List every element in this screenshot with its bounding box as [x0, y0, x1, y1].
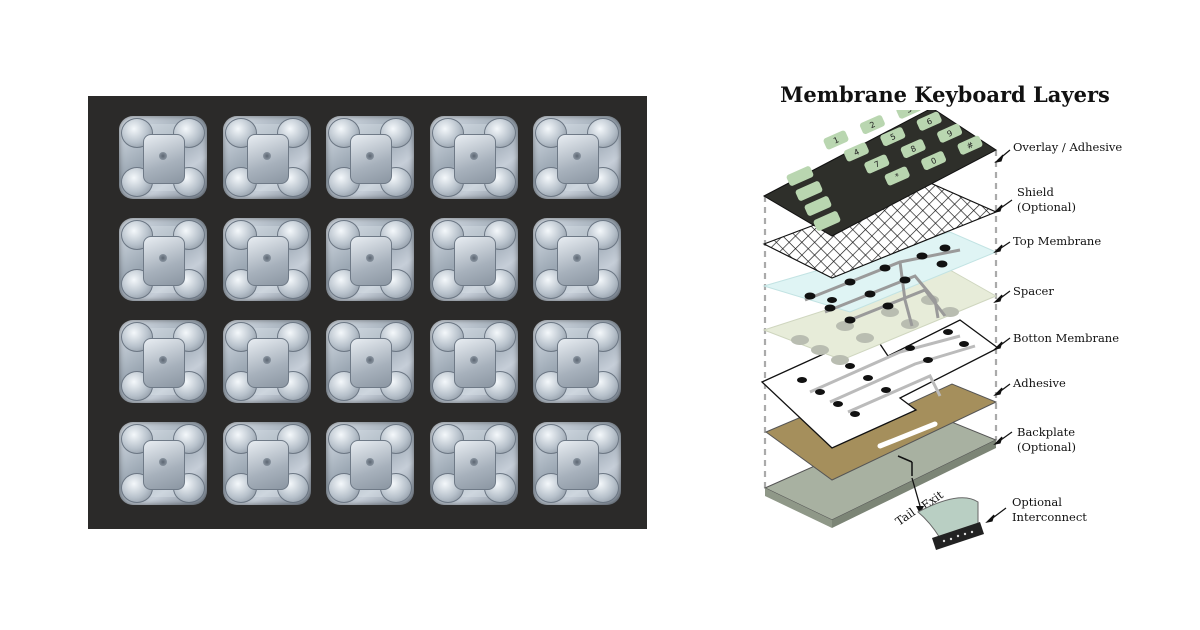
label-top-membrane: Top Membrane — [1013, 234, 1101, 248]
metal-dome-icon — [223, 320, 311, 403]
metal-dome-icon — [430, 320, 518, 403]
membrane-layers-diagram: 123456789*0# Tail Exit Overlay / Adhesiv… — [740, 110, 1160, 570]
label-adhesive: Adhesive — [1012, 376, 1066, 390]
metal-dome-icon — [326, 320, 414, 403]
metal-dome-icon — [119, 218, 207, 301]
label-shield: Shield — [1017, 185, 1054, 199]
metal-dome-icon — [119, 422, 207, 505]
metal-dome-icon — [119, 320, 207, 403]
label-backplate-optional: (Optional) — [1017, 440, 1076, 454]
metal-dome-icon — [533, 320, 621, 403]
metal-dome-icon — [533, 422, 621, 505]
metal-dome-icon — [533, 218, 621, 301]
leader-arrows — [987, 150, 1012, 522]
layer-labels: Overlay / Adhesive Shield (Optional) Top… — [1012, 140, 1122, 524]
metal-dome-icon — [533, 116, 621, 199]
tail-label: Tail — [893, 505, 918, 529]
metal-dome-icon — [430, 218, 518, 301]
metal-dome-icon — [326, 422, 414, 505]
label-backplate: Backplate — [1017, 425, 1075, 439]
label-shield-optional: (Optional) — [1017, 200, 1076, 214]
label-interconnect: Interconnect — [1012, 510, 1087, 524]
label-bottom-membrane: Botton Membrane — [1013, 331, 1119, 345]
metal-dome-icon — [430, 422, 518, 505]
metal-dome-icon — [430, 116, 518, 199]
metal-dome-icon — [326, 116, 414, 199]
diagram-title: Membrane Keyboard Layers — [770, 82, 1120, 107]
metal-dome-icon — [326, 218, 414, 301]
metal-dome-icon — [119, 116, 207, 199]
metal-dome-icon — [223, 116, 311, 199]
metal-dome-icon — [223, 422, 311, 505]
metal-dome-icon — [223, 218, 311, 301]
label-overlay: Overlay / Adhesive — [1013, 140, 1122, 154]
keypad-key: 2 — [859, 114, 886, 135]
label-interconnect-optional: Optional — [1012, 495, 1062, 509]
metal-dome-array-photo — [88, 96, 647, 529]
keypad-key: 1 — [823, 130, 850, 151]
label-spacer: Spacer — [1013, 284, 1054, 298]
